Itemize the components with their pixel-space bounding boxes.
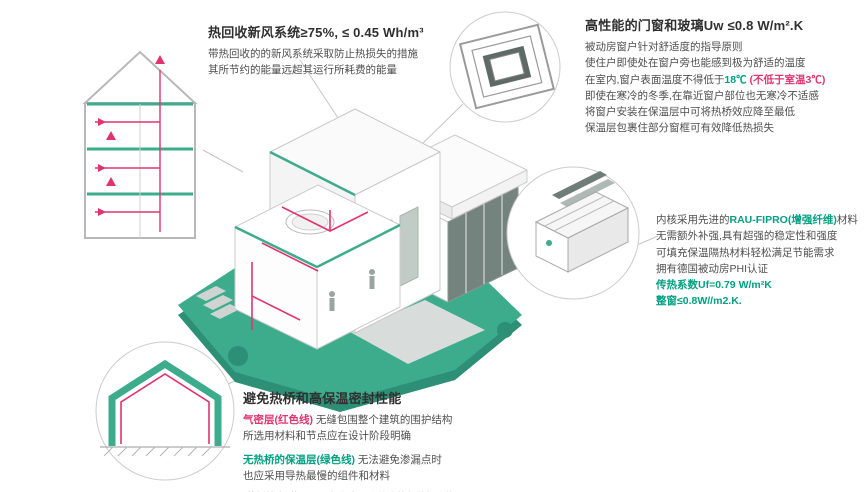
thermal-bridge-house-circle bbox=[95, 341, 235, 481]
heat-recovery-section bbox=[82, 50, 198, 239]
insulation-layer-label: 无热桥的保温层(绿色线) bbox=[243, 453, 355, 466]
window bbox=[399, 206, 419, 287]
insulation-edges bbox=[234, 150, 401, 269]
profile-line-1-pre: 内核采用先进的 bbox=[656, 214, 730, 226]
thermal-insulation-line-2: 也应采用导热最慢的组件和材料 bbox=[243, 469, 390, 482]
profile-line-1-post: 材料 bbox=[836, 214, 858, 226]
windows-line-3-temp: 18℃ bbox=[724, 73, 750, 86]
profile-line-2: 无需额外补强,具有超强的稳定性和强度 bbox=[656, 230, 838, 243]
thermal-airtight-line-2: 所选用材料和节点应在设计阶段明确 bbox=[243, 430, 411, 443]
windows-line-2: 使住户即使处在窗户旁也能感到极为舒适的温度 bbox=[585, 57, 806, 70]
airtight-layer-text: 无缝包围整个建筑的围护结构 bbox=[313, 414, 453, 426]
tree bbox=[497, 322, 513, 338]
profile-line-4: 拥有德国被动房PHI认证 bbox=[656, 262, 769, 275]
callout-ventilation: 热回收新风系统≥75%, ≤ 0.45 Wh/m³ 带热回收的的新风系统采取防止… bbox=[208, 22, 458, 79]
window-profile-detail-circle bbox=[506, 166, 640, 300]
insulation-layer-text: 无法避免渗漏点时 bbox=[355, 453, 442, 466]
patio bbox=[350, 300, 485, 364]
windows-line-6: 保温层包裹住部分窗框可有效降低热损失 bbox=[585, 122, 774, 135]
windows-line-1: 被动房窗户针对舒适度的指导原则 bbox=[585, 41, 743, 53]
airtight-layer-label: 气密层(红色线) bbox=[243, 414, 313, 426]
ventilation-line-1: 带热回收的的新风系统采取防止热损失的措施 bbox=[208, 48, 418, 60]
profile-u-value: 传热系数Uf=0.79 W/m²K bbox=[656, 279, 772, 292]
thermal-insulation-line-1: 无热桥的保温层(绿色线) 无法避免渗漏点时 bbox=[243, 452, 563, 468]
callout-profile: 内核采用先进的RAU-FIPRO(增强纤维)材料 无需额外补强,具有超强的稳定性… bbox=[656, 212, 862, 310]
insulation-layer-line bbox=[108, 359, 222, 446]
glazing-pane bbox=[552, 171, 607, 199]
windows-line-3: 在室内,窗户表面温度不得低于18℃ (不低于室温3℃) bbox=[585, 72, 860, 88]
windows-line-5: 将窗户安装在保温层中可将热桥效应降至最低 bbox=[585, 106, 795, 119]
profile-whole-window-value: 整窗≤0.8W//m2.K. bbox=[656, 295, 742, 308]
windows-title: 高性能的门窗和玻璃Uw ≤0.8 W/m².K bbox=[585, 18, 804, 33]
windows-line-4: 即使在寒冷的冬季,在靠近窗户部位也无寒冷不适感 bbox=[585, 89, 819, 102]
ventilation-line-2: 其所节约的能量远超其运行所耗费的能量 bbox=[208, 64, 397, 77]
people-figures bbox=[329, 269, 375, 311]
ground-hatching bbox=[103, 446, 212, 457]
bathtub bbox=[285, 209, 335, 235]
airtight-layer-line bbox=[120, 373, 210, 444]
windows-line-3-pre: 在室内,窗户表面温度不得低于 bbox=[585, 73, 725, 86]
gasket bbox=[546, 240, 552, 246]
isometric-house bbox=[234, 108, 528, 350]
window-corner-detail-circle bbox=[449, 11, 561, 123]
profile-line-1: 内核采用先进的RAU-FIPRO(增强纤维)材料 bbox=[656, 212, 862, 228]
callout-windows: 高性能的门窗和玻璃Uw ≤0.8 W/m².K 被动房窗户针对舒适度的指导原则 … bbox=[585, 15, 860, 137]
windows-line-3-paren: (不低于室温3℃) bbox=[749, 73, 826, 86]
profile-line-3: 可填充保温隔热材料轻松满足节能需求 bbox=[656, 246, 835, 259]
tree bbox=[228, 346, 248, 366]
callout-thermal: 避免热桥和高保温密封性能 气密层(红色线) 无缝包围整个建筑的围护结构 所选用材… bbox=[243, 388, 563, 492]
thermal-title: 避免热桥和高保温密封性能 bbox=[243, 391, 402, 406]
thermal-airtight-line-1: 气密层(红色线) 无缝包围整个建筑的围护结构 bbox=[243, 412, 563, 428]
air-flow-arrows bbox=[98, 55, 165, 216]
ventilation-ducts bbox=[251, 206, 369, 330]
profile-brand: RAU-FIPRO(增强纤维) bbox=[729, 214, 837, 226]
glazing-pane bbox=[560, 179, 615, 207]
garden-steps bbox=[196, 286, 240, 319]
ventilation-title: 热回收新风系统≥75%, ≤ 0.45 Wh/m³ bbox=[208, 25, 424, 40]
